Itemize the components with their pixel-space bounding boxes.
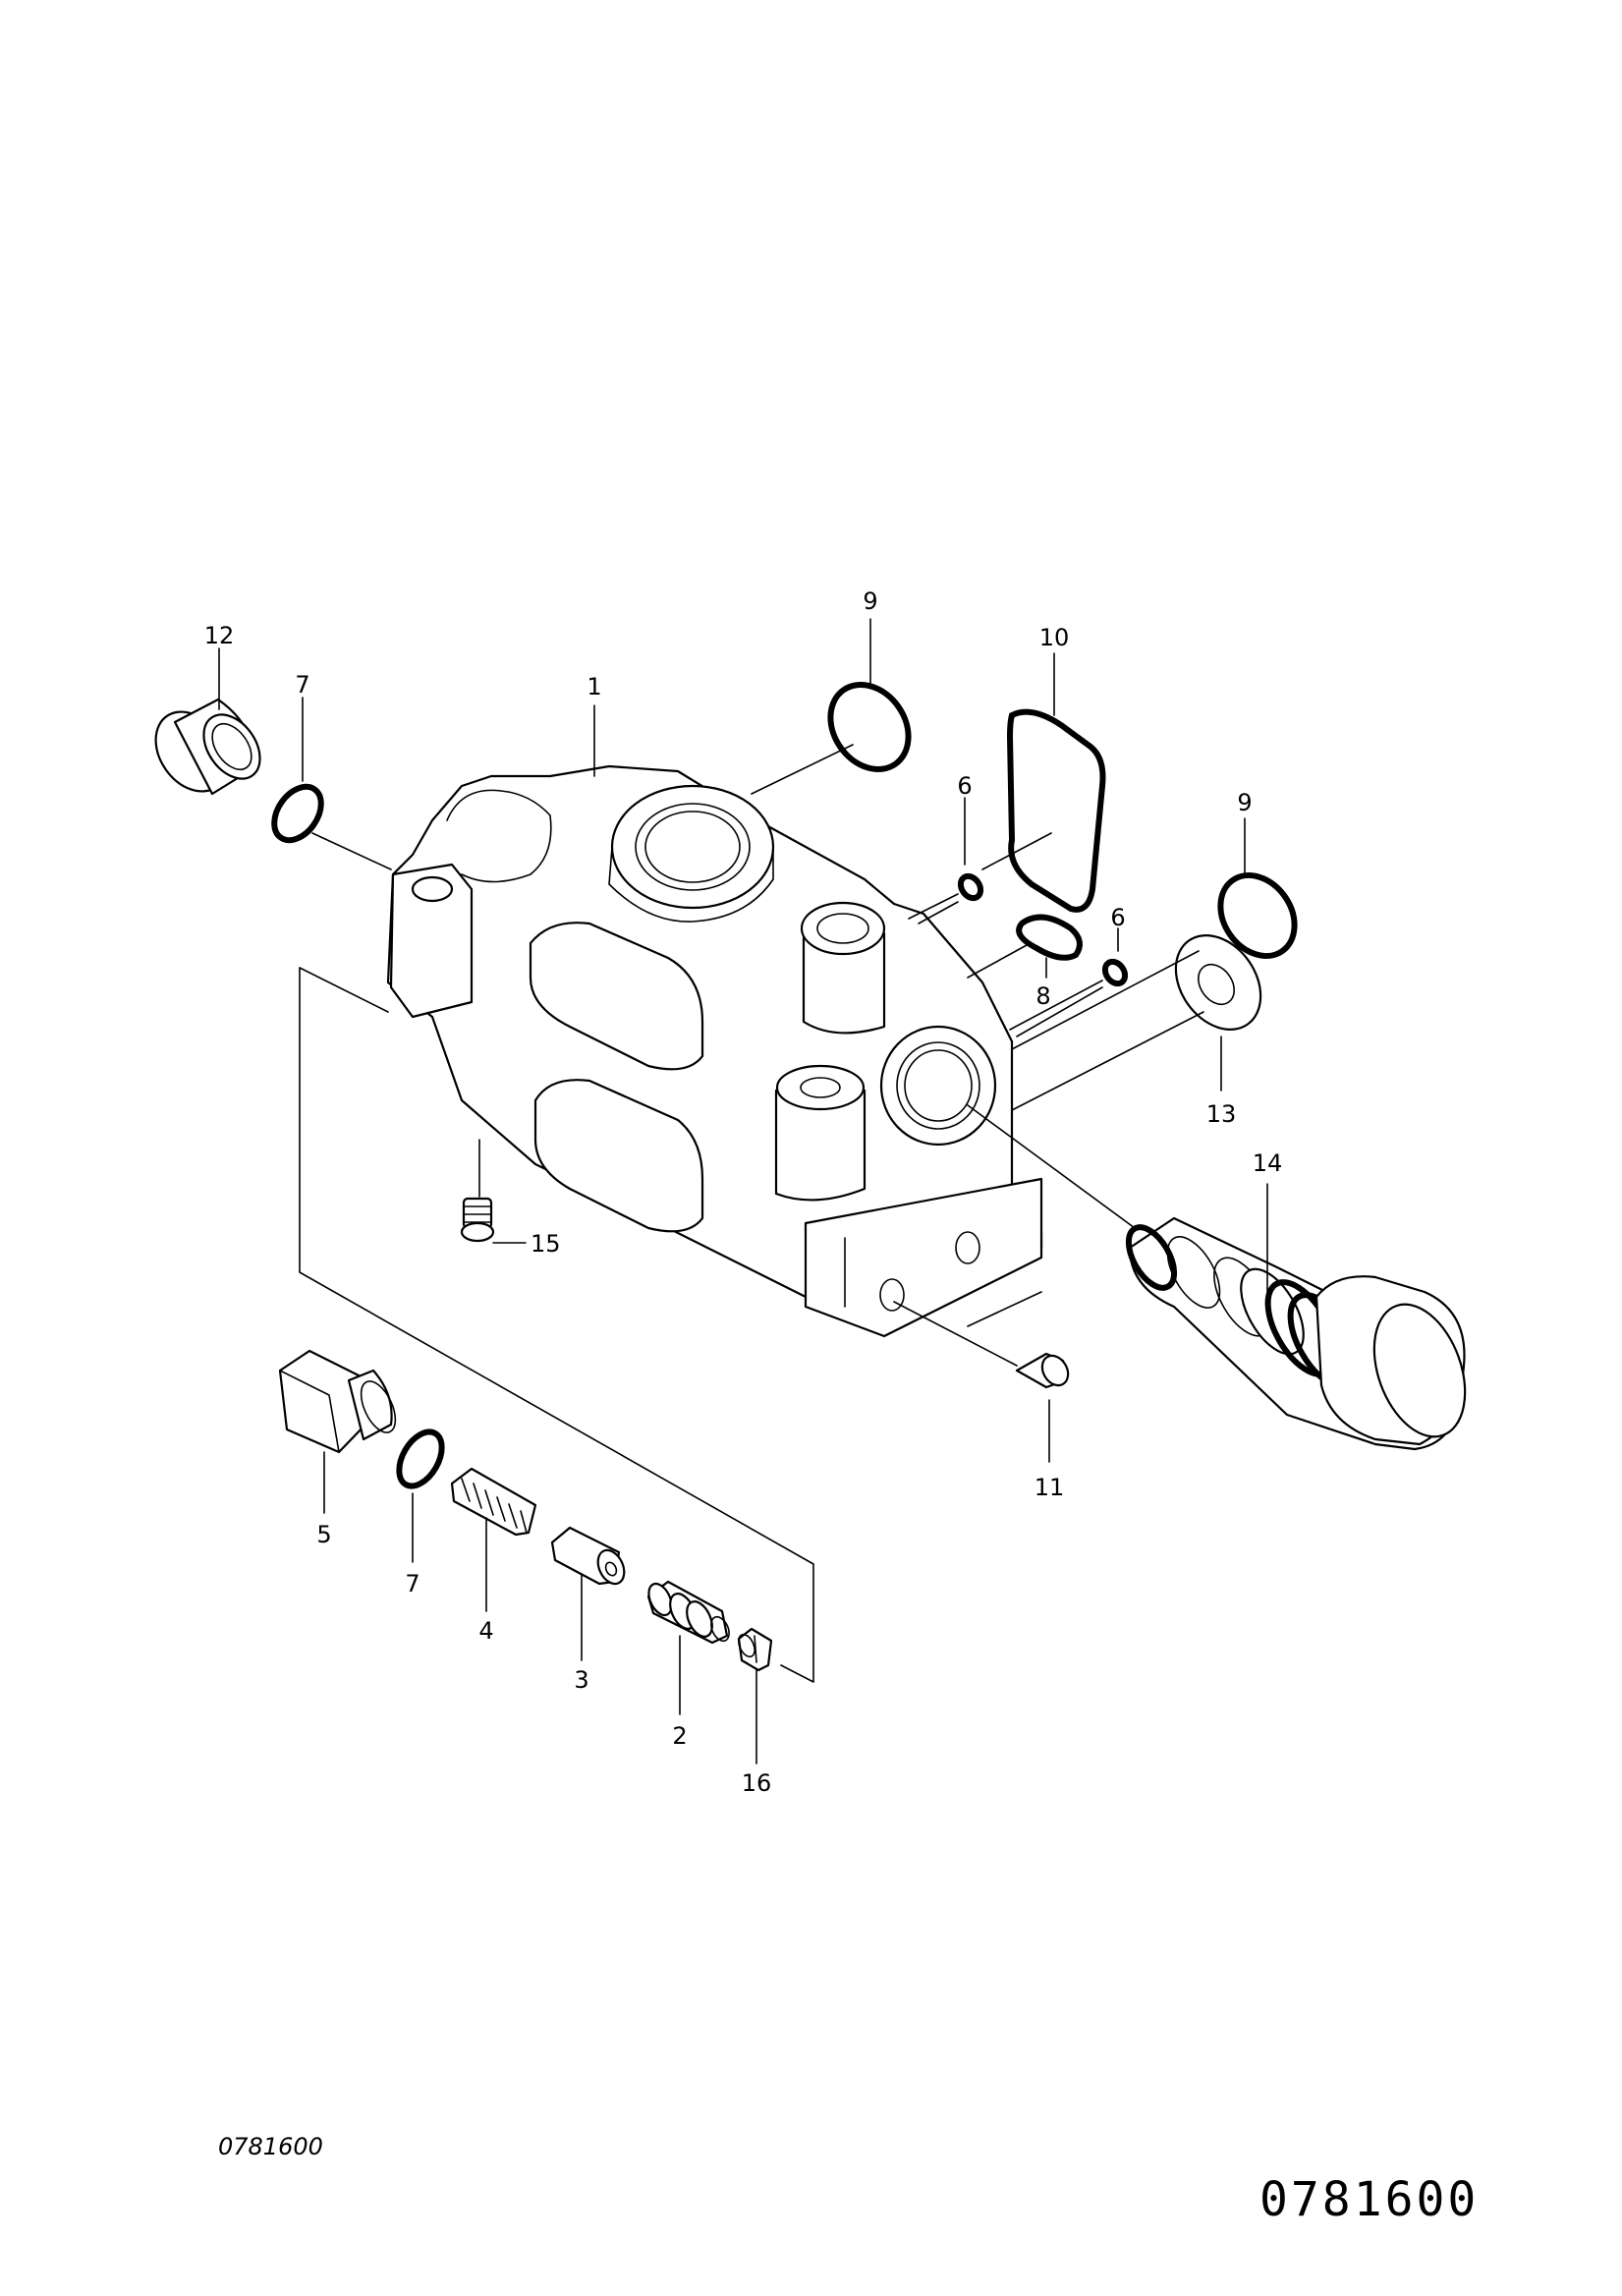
part-10-gasket xyxy=(1006,708,1106,913)
part-9-o-ring-upper xyxy=(827,682,912,772)
part-12-plug xyxy=(154,698,261,796)
drawing-code-large: 0781600 xyxy=(1259,2172,1479,2227)
part-16-plug xyxy=(737,1627,773,1672)
callout-3: 3 xyxy=(574,1666,588,1694)
part-1-valve-body xyxy=(386,764,1043,1338)
callout-6-upper: 6 xyxy=(957,772,972,800)
drawing-code-small: 0781600 xyxy=(218,2133,323,2160)
callout-4: 4 xyxy=(478,1617,493,1645)
assembly-bracket-line xyxy=(299,967,814,1683)
part-7-o-ring-upper xyxy=(271,783,324,844)
callout-16: 16 xyxy=(742,1769,772,1797)
part-6-small-o-ring-lower xyxy=(1101,958,1129,987)
callout-10: 10 xyxy=(1039,624,1070,651)
part-15-screw xyxy=(460,1197,495,1243)
part-14-relief-cartridge xyxy=(1125,1216,1467,1451)
callout-2: 2 xyxy=(672,1722,687,1750)
part-5-fitting xyxy=(278,1349,397,1454)
callout-7-lower: 7 xyxy=(405,1570,419,1597)
part-13-washer xyxy=(1174,934,1262,1031)
callout-6-lower: 6 xyxy=(1110,904,1125,931)
callout-11: 11 xyxy=(1035,1474,1065,1501)
callout-13: 13 xyxy=(1206,1100,1237,1128)
part-8-seal xyxy=(1016,914,1083,961)
callout-15: 15 xyxy=(531,1230,561,1258)
part-9-o-ring-right xyxy=(1217,872,1298,959)
callout-9-right: 9 xyxy=(1237,789,1252,816)
callout-8: 8 xyxy=(1035,982,1050,1010)
callout-12: 12 xyxy=(204,622,235,649)
part-11-screw xyxy=(1015,1352,1070,1389)
callout-14: 14 xyxy=(1253,1149,1283,1177)
callout-1: 1 xyxy=(587,673,601,700)
part-6-small-o-ring-upper xyxy=(957,872,984,902)
part-3-poppet xyxy=(550,1526,626,1586)
callout-5: 5 xyxy=(316,1521,331,1548)
callout-7-upper: 7 xyxy=(295,671,309,699)
part-2-piston xyxy=(646,1580,730,1645)
callout-9-upper: 9 xyxy=(863,588,877,615)
part-4-spring xyxy=(450,1467,537,1537)
part-7-o-ring-lower xyxy=(396,1428,445,1489)
